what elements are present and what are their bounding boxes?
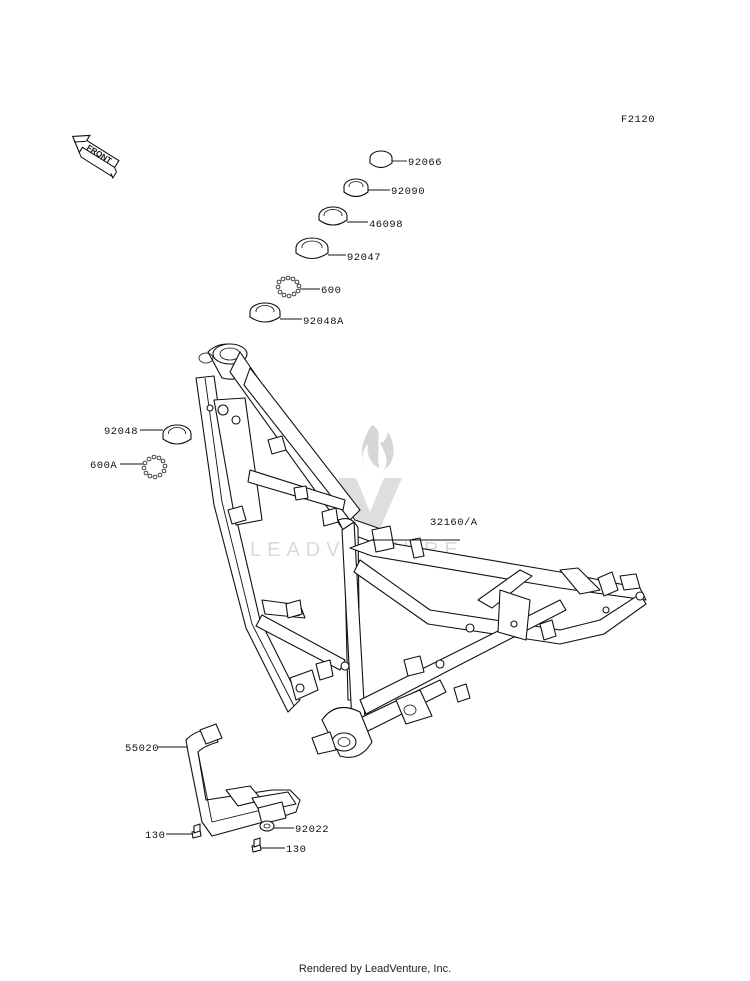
part-92048A[interactable]: 92048A xyxy=(249,302,344,328)
part-92022[interactable]: 92022 xyxy=(259,820,329,836)
part-92090[interactable]: 92090 xyxy=(343,178,425,198)
part-label-600A: 600A xyxy=(90,460,117,472)
part-label-600: 600 xyxy=(321,285,341,297)
frame-32160A[interactable]: 32160/A xyxy=(195,343,647,758)
part-130-right[interactable]: 130 xyxy=(251,837,306,856)
part-label-92022: 92022 xyxy=(295,824,329,836)
part-55020[interactable]: 55020 xyxy=(125,723,301,837)
front-arrow-icon: FRONT xyxy=(71,134,120,180)
part-label-92090: 92090 xyxy=(391,186,425,198)
part-label-32160A: 32160/A xyxy=(430,517,478,529)
part-600[interactable]: 600 xyxy=(275,275,341,299)
part-label-92047: 92047 xyxy=(347,252,381,264)
part-label-92066: 92066 xyxy=(408,157,442,169)
part-label-46098: 46098 xyxy=(369,219,403,231)
part-92066[interactable]: 92066 xyxy=(369,150,442,169)
part-92047[interactable]: 92047 xyxy=(295,237,381,264)
part-600A[interactable]: 600A xyxy=(90,454,168,480)
part-label-130-left: 130 xyxy=(145,830,165,842)
part-label-130-right: 130 xyxy=(286,844,306,856)
part-130-left[interactable]: 130 xyxy=(145,823,202,842)
part-92048[interactable]: 92048 xyxy=(104,424,192,445)
part-label-92048A: 92048A xyxy=(303,316,344,328)
part-label-55020: 55020 xyxy=(125,743,159,755)
part-label-92048: 92048 xyxy=(104,426,138,438)
part-46098[interactable]: 46098 xyxy=(318,206,403,231)
footer-credit: Rendered by LeadVenture, Inc. xyxy=(298,963,452,975)
diagram-code: F2120 xyxy=(621,114,655,126)
